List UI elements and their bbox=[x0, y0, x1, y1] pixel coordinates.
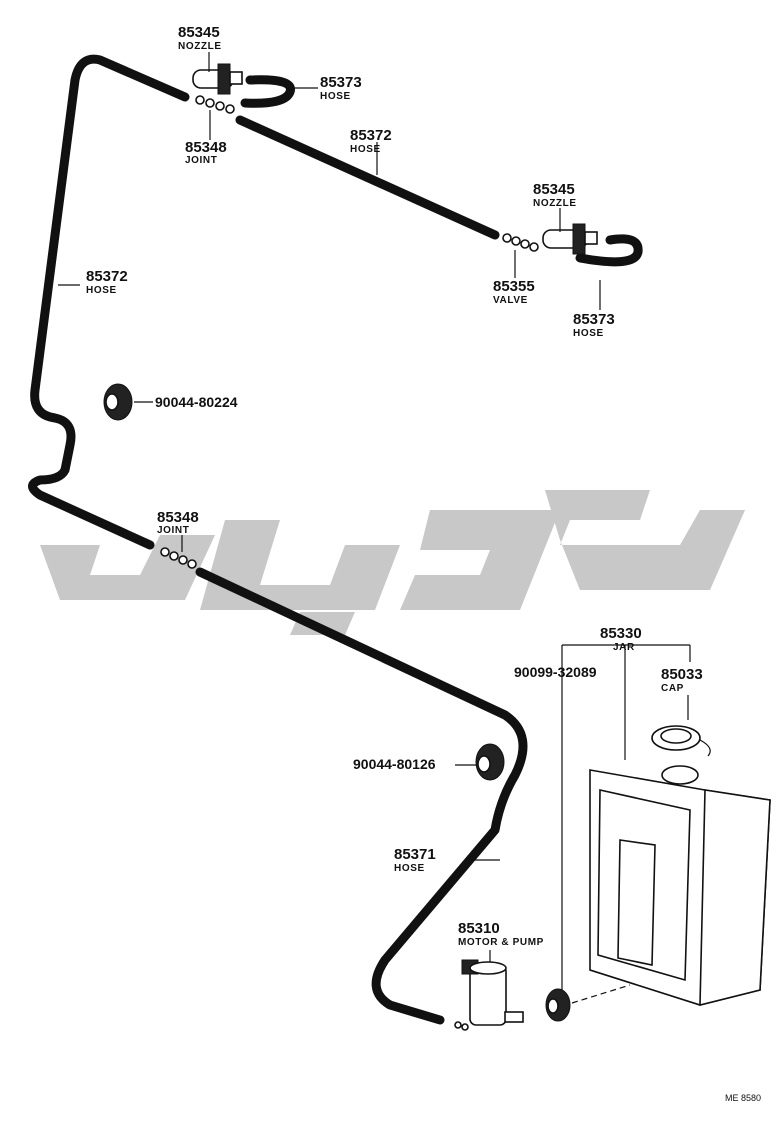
nozzle-85345-top bbox=[192, 63, 243, 95]
label-hose-short-1: 85373 HOSE bbox=[320, 74, 362, 102]
nozzle-85345-right bbox=[542, 223, 598, 255]
svg-text:HOSE: HOSE bbox=[394, 863, 425, 874]
label-nozzle-1: 85345 NOZZLE bbox=[178, 24, 222, 52]
grommet-90044-80126 bbox=[475, 743, 505, 781]
watermark-logo bbox=[40, 490, 745, 635]
svg-text:85330: 85330 bbox=[600, 625, 642, 642]
hose-85372-top bbox=[235, 115, 500, 240]
label-grommet-1: 90044-80224 bbox=[155, 394, 238, 410]
hose-85371 bbox=[195, 567, 528, 1025]
joint-85348-top bbox=[195, 95, 235, 114]
svg-text:85310: 85310 bbox=[458, 920, 500, 937]
label-joint-2: 85348 JOINT bbox=[157, 509, 199, 536]
label-nozzle-2: 85345 NOZZLE bbox=[533, 181, 577, 209]
label-motor-pump: 85310 MOTOR & PUMP bbox=[458, 920, 544, 948]
label-hose-lower: 85371 HOSE bbox=[394, 846, 436, 874]
hose-85373-top bbox=[240, 75, 295, 108]
svg-text:85348: 85348 bbox=[157, 509, 199, 526]
label-cap: 85033 CAP bbox=[661, 666, 703, 694]
washer-jar-85330 bbox=[589, 765, 771, 1007]
svg-text:85371: 85371 bbox=[394, 846, 436, 863]
svg-text:HOSE: HOSE bbox=[86, 285, 117, 296]
svg-text:JAR: JAR bbox=[613, 642, 635, 653]
svg-text:JOINT: JOINT bbox=[157, 525, 189, 536]
label-hose-long-top: 85372 HOSE bbox=[350, 127, 392, 155]
grommet-90044-80224 bbox=[103, 383, 133, 421]
label-jar: 85330 JAR bbox=[600, 625, 642, 653]
svg-text:MOTOR & PUMP: MOTOR & PUMP bbox=[458, 937, 544, 948]
svg-text:NOZZLE: NOZZLE bbox=[533, 198, 577, 209]
label-grommet-2: 90044-80126 bbox=[353, 756, 436, 772]
hose-85373-right bbox=[575, 234, 643, 267]
svg-text:85345: 85345 bbox=[533, 181, 575, 198]
svg-text:85345: 85345 bbox=[178, 24, 220, 41]
svg-text:HOSE: HOSE bbox=[350, 144, 381, 155]
motor-pump-85310 bbox=[454, 959, 524, 1031]
label-hose-short-2: 85373 HOSE bbox=[573, 311, 615, 339]
svg-text:85373: 85373 bbox=[573, 311, 615, 328]
svg-text:CAP: CAP bbox=[661, 683, 684, 694]
svg-text:85372: 85372 bbox=[350, 127, 392, 144]
valve-85355 bbox=[502, 233, 539, 252]
svg-text:JOINT: JOINT bbox=[185, 155, 217, 166]
svg-text:90044-80224: 90044-80224 bbox=[155, 394, 238, 410]
grommet-90099-32089 bbox=[545, 984, 631, 1022]
svg-text:NOZZLE: NOZZLE bbox=[178, 41, 222, 52]
jar-cap-85033 bbox=[651, 725, 711, 757]
svg-text:85348: 85348 bbox=[185, 139, 227, 156]
svg-text:85355: 85355 bbox=[493, 278, 535, 295]
svg-text:90044-80126: 90044-80126 bbox=[353, 756, 436, 772]
leader-lines bbox=[58, 52, 691, 990]
label-valve: 85355 VALVE bbox=[493, 278, 535, 306]
svg-text:VALVE: VALVE bbox=[493, 295, 528, 306]
label-grommet-jar: 90099-32089 bbox=[514, 664, 597, 680]
svg-text:90099-32089: 90099-32089 bbox=[514, 664, 597, 680]
hose-85372-left bbox=[28, 54, 190, 550]
svg-text:85373: 85373 bbox=[320, 74, 362, 91]
svg-text:HOSE: HOSE bbox=[573, 328, 604, 339]
joint-85348-middle bbox=[160, 547, 197, 569]
label-hose-long-left: 85372 HOSE bbox=[86, 268, 128, 296]
svg-text:HOSE: HOSE bbox=[320, 91, 351, 102]
label-joint-1: 85348 JOINT bbox=[185, 139, 227, 166]
drawing-code: ME 8580 bbox=[725, 1093, 761, 1103]
svg-text:85372: 85372 bbox=[86, 268, 128, 285]
svg-text:85033: 85033 bbox=[661, 666, 703, 683]
